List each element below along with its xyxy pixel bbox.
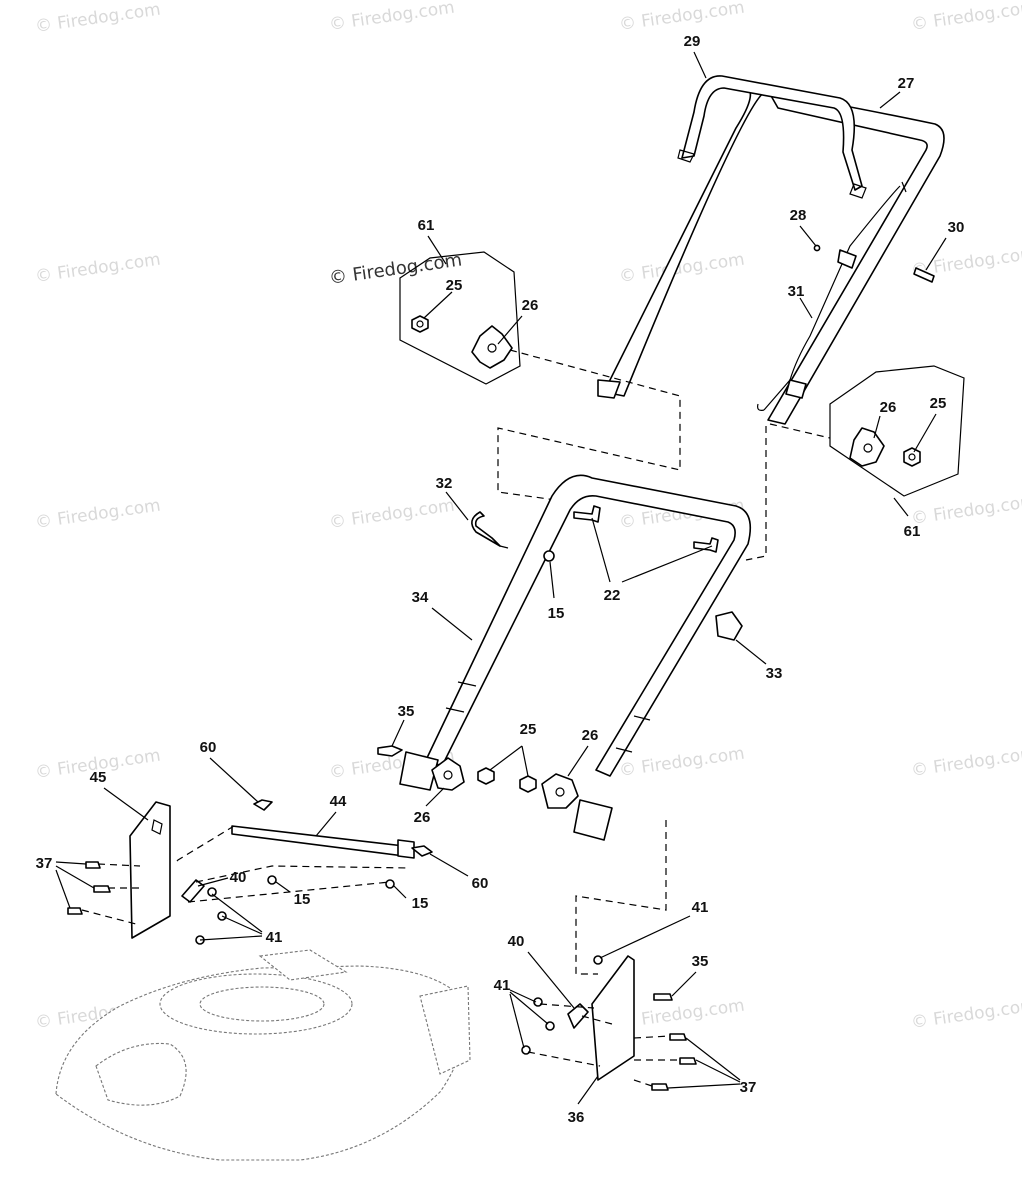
left-wheel-bracket	[67, 799, 433, 945]
callout-labels: 29 27 28 30 31 61 25 26 26 25 61 32 15 2…	[36, 33, 965, 1126]
callout-27: 27	[898, 75, 915, 92]
watermark: © Firedog.com	[618, 744, 746, 781]
bolt-22	[693, 537, 719, 553]
callout-61: 61	[418, 217, 435, 234]
callout-33: 33	[766, 665, 783, 682]
callout-37: 37	[36, 855, 53, 872]
callout-15: 15	[294, 891, 311, 908]
control-bail	[677, 75, 867, 199]
nut-25	[519, 775, 537, 793]
callout-41: 41	[494, 977, 511, 994]
callout-30: 30	[948, 219, 965, 236]
knob-kit-left	[399, 251, 521, 385]
watermark: © Firedog.com	[328, 496, 456, 533]
callout-41: 41	[266, 929, 283, 946]
knob-26	[849, 427, 885, 467]
nut-25	[903, 447, 921, 467]
callout-25: 25	[446, 277, 463, 294]
watermark: © Firedog.com	[910, 0, 1022, 35]
mower-deck	[55, 949, 471, 1161]
callout-35: 35	[692, 953, 709, 970]
callout-44: 44	[330, 793, 347, 810]
watermark: © Firedog.com	[34, 496, 162, 533]
nut-25	[411, 315, 429, 333]
watermark: © Firedog.com	[618, 996, 746, 1033]
knob-kit-right	[829, 365, 965, 497]
watermark: © Firedog.com	[910, 996, 1022, 1033]
callout-29: 29	[684, 33, 701, 50]
watermark: © Firedog.com	[34, 250, 162, 287]
nut-15	[385, 879, 395, 889]
callout-60: 60	[472, 875, 489, 892]
upper-handle	[597, 85, 945, 425]
watermark: © Firedog.com	[910, 492, 1022, 529]
knob-26	[431, 757, 465, 791]
callout-26: 26	[880, 399, 897, 416]
callout-28: 28	[790, 207, 807, 224]
callout-37: 37	[740, 1079, 757, 1096]
callout-15: 15	[548, 605, 565, 622]
knob-26	[471, 325, 513, 369]
hook-40	[181, 879, 205, 903]
callout-35: 35	[398, 703, 415, 720]
callout-40: 40	[230, 869, 247, 886]
callout-22: 22	[604, 587, 621, 604]
callout-45: 45	[90, 769, 107, 786]
bolt-22	[573, 505, 601, 523]
clip-28	[813, 244, 821, 252]
lower-handle	[399, 474, 752, 841]
bolt-35	[377, 745, 403, 757]
callout-26: 26	[414, 809, 431, 826]
leader-lines	[55, 51, 947, 1105]
callout-32: 32	[436, 475, 453, 492]
callout-26: 26	[582, 727, 599, 744]
nut-15	[267, 875, 277, 885]
watermark: © Firedog.com	[34, 0, 162, 37]
assembly-lines-upper	[497, 349, 831, 561]
callout-36: 36	[568, 1109, 585, 1126]
rod-44	[231, 825, 405, 857]
knob-26	[541, 773, 579, 809]
watermark-layer: © Firedog.com © Firedog.com © Firedog.co…	[34, 0, 1022, 1033]
bolt-60	[411, 845, 433, 857]
callout-25: 25	[520, 721, 537, 738]
bolt-60	[253, 799, 273, 811]
pin-30	[913, 267, 935, 283]
right-wheel-bracket	[521, 820, 697, 1091]
bolt-35	[653, 993, 673, 1001]
control-cable	[757, 181, 907, 411]
spacer-33	[715, 611, 743, 641]
callout-31: 31	[788, 283, 805, 300]
callout-15: 15	[412, 895, 429, 912]
nut-25	[477, 767, 495, 785]
callout-26: 26	[522, 297, 539, 314]
callout-40: 40	[508, 933, 525, 950]
callout-60: 60	[200, 739, 217, 756]
hairpin-32	[471, 511, 501, 547]
watermark: © Firedog.com	[910, 744, 1022, 781]
hook-40	[567, 1003, 589, 1029]
callout-41: 41	[692, 899, 709, 916]
callout-25: 25	[930, 395, 947, 412]
callout-34: 34	[412, 589, 429, 606]
watermark-dark: © Firedog.com	[328, 250, 463, 289]
callout-61: 61	[904, 523, 921, 540]
watermark: © Firedog.com	[618, 0, 746, 35]
nut-15	[543, 550, 555, 562]
watermark: © Firedog.com	[328, 0, 456, 35]
